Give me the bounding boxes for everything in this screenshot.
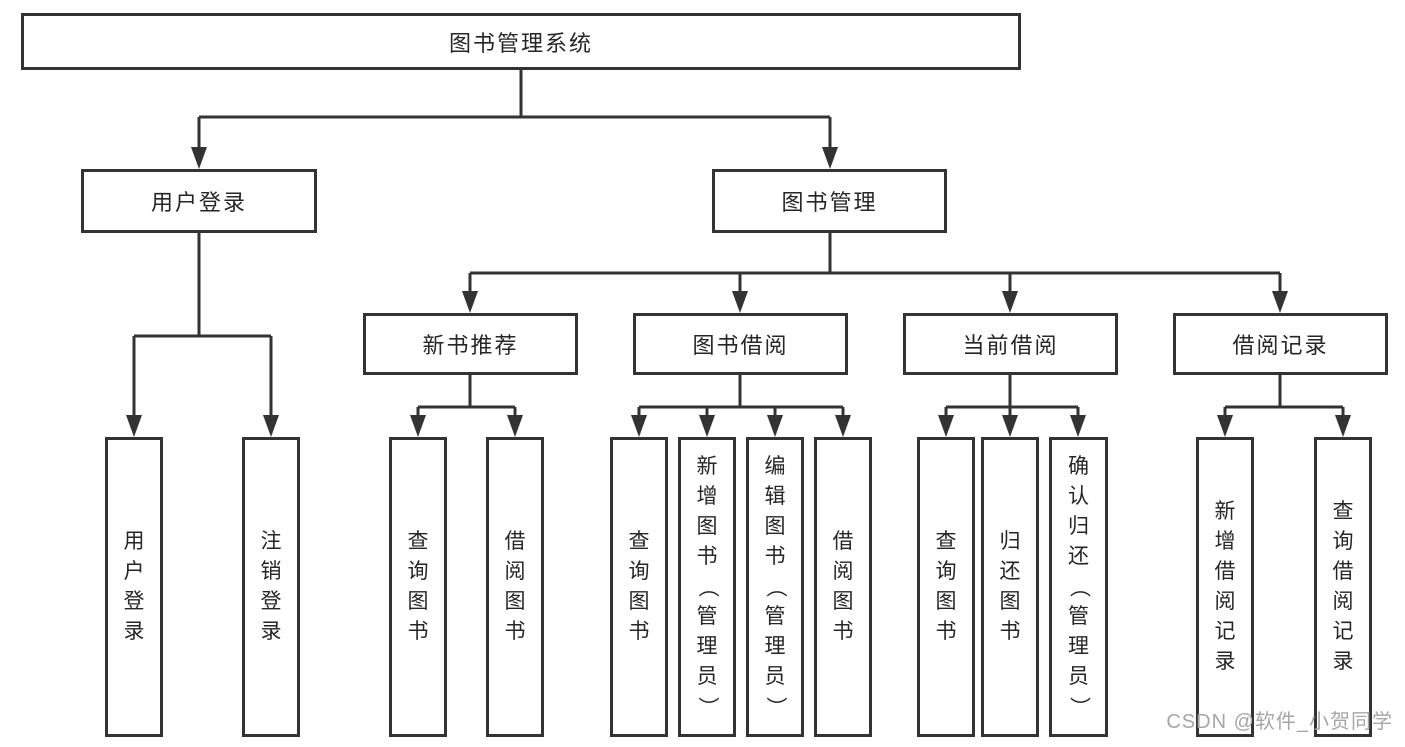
leaf-return-books: 归还图书 bbox=[981, 437, 1039, 737]
leaf-add-books-admin: 新增图书（管理员） bbox=[678, 437, 736, 737]
node-new-book-recommend: 新书推荐 bbox=[363, 313, 578, 375]
node-user-login: 用户登录 bbox=[81, 169, 317, 233]
node-borrow-records: 借阅记录 bbox=[1173, 313, 1388, 375]
leaf-query-books-borrow: 查询图书 bbox=[610, 437, 668, 737]
node-book-borrow: 图书借阅 bbox=[633, 313, 848, 375]
leaf-user-login: 用户登录 bbox=[105, 437, 163, 737]
leaf-query-borrow-record: 查询借阅记录 bbox=[1314, 437, 1372, 737]
node-book-management: 图书管理 bbox=[712, 169, 947, 233]
csdn-watermark: CSDN @软件_小贺同学 bbox=[1166, 711, 1393, 733]
leaf-query-books-current: 查询图书 bbox=[917, 437, 975, 737]
leaf-edit-books-admin: 编辑图书（管理员） bbox=[746, 437, 804, 737]
leaf-confirm-return-admin: 确认归还（管理员） bbox=[1049, 437, 1108, 737]
leaf-borrow-books: 借阅图书 bbox=[814, 437, 872, 737]
leaf-borrow-books-recommend: 借阅图书 bbox=[486, 437, 544, 737]
leaf-logout: 注销登录 bbox=[242, 437, 300, 737]
node-root: 图书管理系统 bbox=[21, 13, 1021, 70]
node-current-borrow: 当前借阅 bbox=[903, 313, 1118, 375]
leaf-query-books-recommend: 查询图书 bbox=[389, 437, 447, 737]
leaf-add-borrow-record: 新增借阅记录 bbox=[1196, 437, 1254, 737]
